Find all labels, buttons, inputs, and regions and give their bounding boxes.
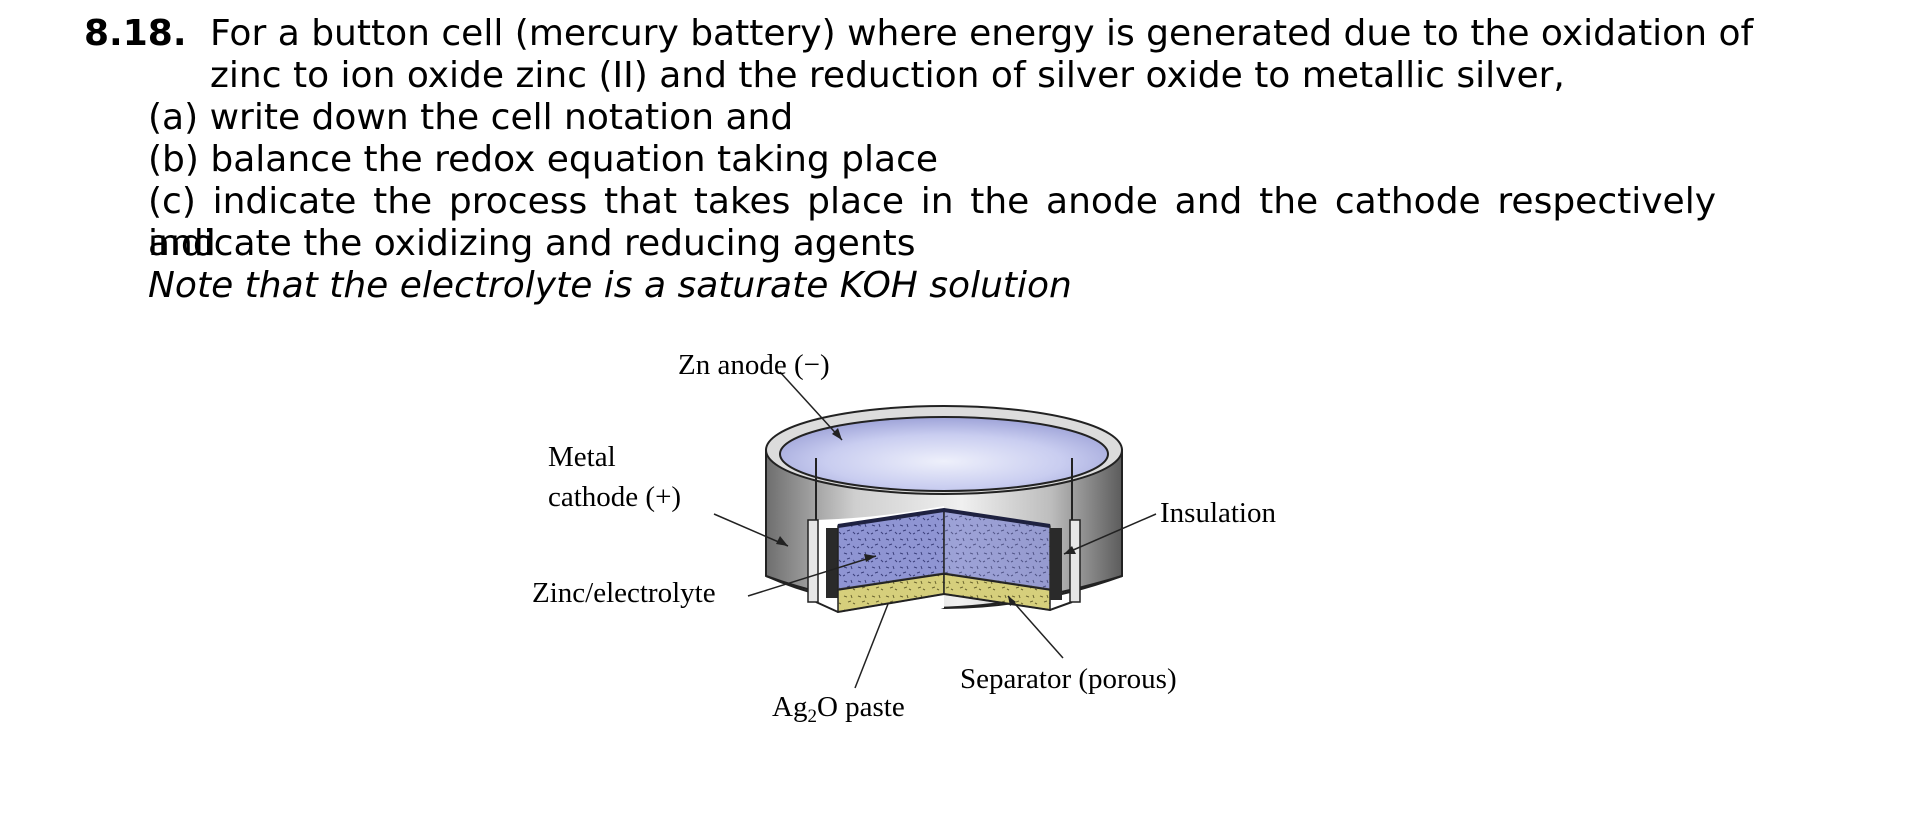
- label-cathode: cathode (+): [548, 481, 682, 513]
- part-c-line-1: (c) indicate the process that takes plac…: [148, 181, 1716, 264]
- button-cell-diagram: [713, 371, 1157, 689]
- label-zinc-electrolyte: Zinc/electrolyte: [532, 577, 716, 609]
- intro-line-2: zinc to ion oxide zinc (II) and the redu…: [210, 55, 1565, 96]
- button-cell-figure: Zn anode (−) Metal cathode (+) Insulatio…: [520, 340, 1300, 740]
- part-b: (b) balance the redox equation taking pl…: [148, 139, 939, 180]
- leader-arrowheads: [776, 428, 1076, 606]
- ag2o-rest: O paste: [816, 691, 905, 723]
- label-insulation: Insulation: [1160, 497, 1276, 529]
- label-ag2o-paste: Ag2O paste: [772, 690, 905, 727]
- label-metal: Metal: [548, 441, 616, 473]
- problem-number: 8.18.: [84, 13, 187, 54]
- leader-lines: [713, 371, 1157, 689]
- label-zn-anode: Zn anode (−): [678, 349, 830, 381]
- part-a: (a) write down the cell notation and: [148, 97, 794, 138]
- ag2o-subscript: 2: [807, 706, 817, 727]
- part-c-line-2: indicate the oxidizing and reducing agen…: [148, 223, 916, 264]
- label-separator: Separator (porous): [960, 663, 1177, 695]
- intro-line-1: For a button cell (mercury battery) wher…: [210, 13, 1754, 54]
- note-text: Note that the electrolyte is a saturate …: [148, 265, 1072, 306]
- ag2o-ag: Ag: [772, 691, 808, 723]
